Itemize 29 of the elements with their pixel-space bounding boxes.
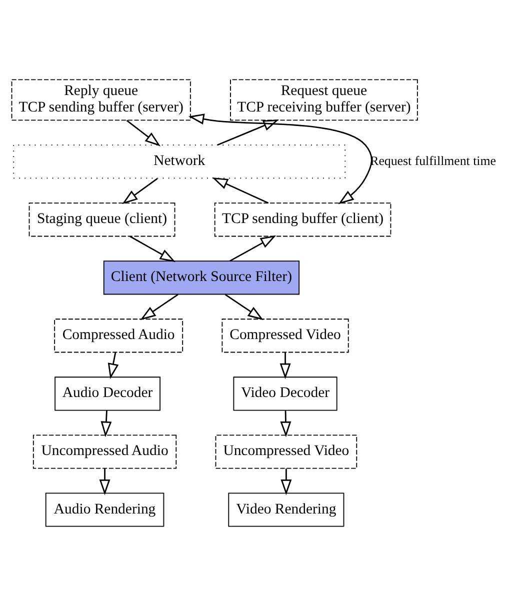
node-box: Network [13, 144, 346, 179]
node-box: Audio Rendering [45, 492, 164, 527]
node-box: Reply queue TCP sending buffer (server) [11, 79, 191, 121]
arrow [126, 120, 161, 146]
node-box: Client (Network Source Filter) [103, 260, 300, 295]
arrow [122, 178, 158, 204]
arrow [108, 352, 119, 380]
arrow [140, 294, 178, 320]
node-box: TCP sending buffer (client) [214, 202, 392, 237]
arrow [224, 294, 264, 320]
arrow [188, 114, 372, 204]
arrow [280, 352, 291, 380]
node-box: Request queue TCP receiving buffer (server) [230, 79, 418, 121]
arrow [280, 468, 292, 496]
arrow [217, 120, 279, 146]
node-box: Staging queue (client) [28, 202, 176, 237]
node-box: Uncompressed Video [215, 434, 358, 469]
node-box: Audio Decoder [54, 376, 160, 411]
arrow [229, 235, 276, 262]
arrow [100, 410, 112, 438]
arrow [280, 410, 292, 438]
node-box: Video Rendering [228, 492, 344, 527]
arrow [99, 468, 110, 496]
node-box: Compressed Video [222, 318, 349, 353]
node-box: Compressed Audio [54, 318, 184, 353]
node-box: Video Decoder [233, 376, 338, 411]
arrow [212, 177, 269, 204]
node-box: Uncompressed Audio [32, 434, 177, 469]
arrow [130, 236, 176, 262]
